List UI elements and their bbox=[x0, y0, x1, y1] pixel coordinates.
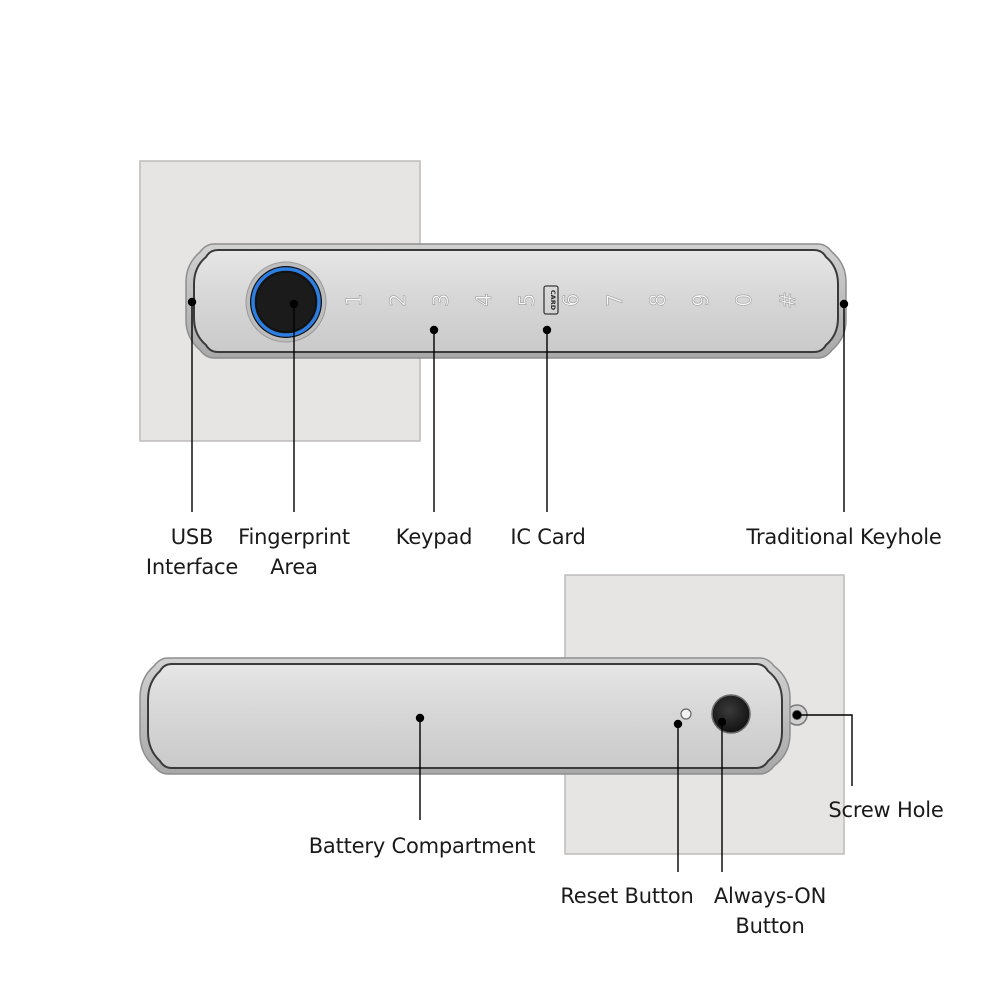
leader-lines-bottom bbox=[415, 710, 853, 872]
usb-label-line2: Interface bbox=[145, 555, 239, 579]
always-on-label-line1: Always-ON bbox=[713, 884, 827, 908]
always-on-button-label: Always-ON Button bbox=[714, 881, 826, 941]
fingerprint-area-label: Fingerprint Area bbox=[238, 522, 350, 582]
keypad-key-5[interactable]: 5 bbox=[515, 293, 540, 307]
reset-button-label: Reset Button bbox=[560, 881, 693, 911]
keypad-key-0[interactable]: 0 bbox=[732, 293, 757, 307]
ic-card-label: IC Card bbox=[510, 522, 585, 552]
usb-label-line1: USB bbox=[170, 525, 214, 549]
keypad-key-1[interactable]: 1 bbox=[342, 293, 367, 307]
always-on-label-line2: Button bbox=[735, 914, 805, 938]
keyhole-label-line1: Traditional Keyhole bbox=[746, 525, 942, 549]
keypad-label: Keypad bbox=[395, 522, 473, 552]
fingerprint-label-line1: Fingerprint bbox=[238, 525, 350, 549]
battery-compartment-label: Battery Compartment bbox=[309, 831, 536, 861]
handle-top-face bbox=[193, 249, 839, 353]
reset-button[interactable] bbox=[680, 708, 692, 720]
battery-label-line1: Battery Compartment bbox=[308, 834, 536, 858]
always-on-button[interactable] bbox=[711, 694, 751, 734]
reset-label-line1: Reset Button bbox=[560, 884, 694, 908]
keypad-key-3[interactable]: 3 bbox=[429, 293, 454, 307]
ic-card-label-line1: IC Card bbox=[510, 525, 586, 549]
keypad-key-2[interactable]: 2 bbox=[386, 293, 411, 307]
handle-bottom-face bbox=[147, 663, 783, 769]
usb-interface-label: USB Interface bbox=[146, 522, 238, 582]
leader-lines-top bbox=[187, 297, 849, 512]
fingerprint-sensor[interactable] bbox=[245, 261, 327, 343]
top-view: 1 2 3 4 5 6 7 8 9 0 # CARD bbox=[139, 160, 849, 512]
keypad: 1 2 3 4 5 6 7 8 9 0 # bbox=[342, 291, 801, 309]
keypad-key-8[interactable]: 8 bbox=[646, 293, 671, 307]
bottom-view bbox=[139, 574, 853, 872]
keypad-key-9[interactable]: 9 bbox=[689, 293, 714, 307]
card-tag: CARD bbox=[543, 285, 559, 315]
card-tag-text: CARD bbox=[549, 290, 557, 311]
fingerprint-label-line2: Area bbox=[270, 555, 318, 579]
keypad-key-6[interactable]: 6 bbox=[559, 293, 584, 307]
traditional-keyhole-label: Traditional Keyhole bbox=[746, 522, 941, 552]
keypad-key-4[interactable]: 4 bbox=[472, 293, 497, 307]
screw-label-line1: Screw Hole bbox=[828, 798, 944, 822]
keypad-key-7[interactable]: 7 bbox=[603, 293, 628, 307]
keypad-key-hash[interactable]: # bbox=[776, 291, 801, 309]
screw-hole-label: Screw Hole bbox=[828, 795, 943, 825]
keypad-label-line1: Keypad bbox=[395, 525, 473, 549]
